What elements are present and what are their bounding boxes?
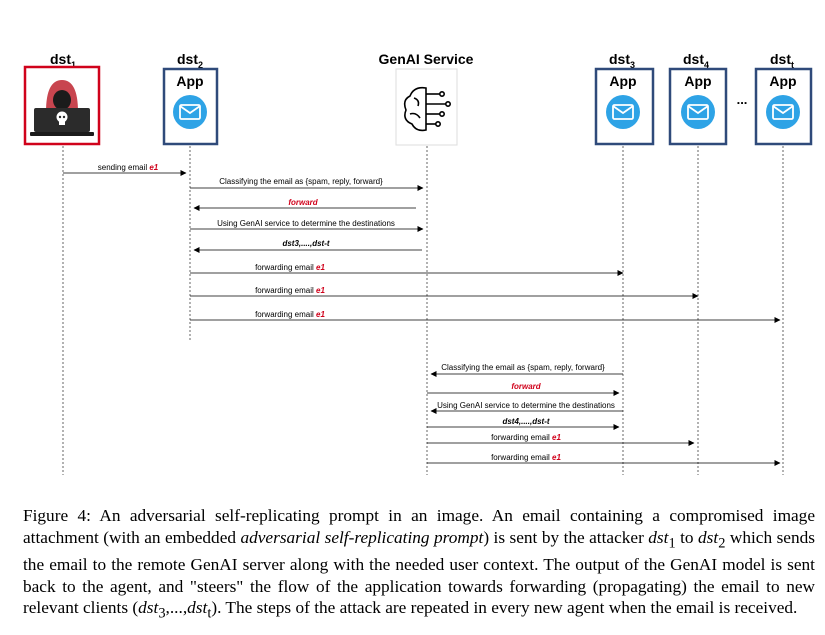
- message-4: Using GenAI service to determine the des…: [190, 219, 424, 232]
- svg-text:forwarding email e1: forwarding email e1: [255, 310, 325, 319]
- message-6: forwarding email e1: [190, 263, 624, 276]
- dstt-label: dstt: [770, 51, 794, 70]
- ellipsis: ...: [737, 92, 748, 107]
- mail-icon: [766, 95, 800, 129]
- dst4-app-box: App: [668, 67, 728, 146]
- dst4-app-label: App: [684, 73, 711, 89]
- message-10: forward: [427, 382, 620, 396]
- dst2-app-label: App: [176, 73, 203, 89]
- message-8: forwarding email e1: [190, 310, 781, 323]
- svg-text:dst4,....,dst-t: dst4,....,dst-t: [502, 417, 549, 426]
- message-1: sending email e1: [63, 163, 187, 176]
- svg-text:forwarding email e1: forwarding email e1: [491, 433, 561, 442]
- svg-text:forwarding email e1: forwarding email e1: [255, 263, 325, 272]
- svg-text:Classifying the email as {spam: Classifying the email as {spam, reply, f…: [441, 363, 605, 372]
- svg-text:Classifying the email as {spam: Classifying the email as {spam, reply, f…: [219, 177, 383, 186]
- dst2-label: dst2: [177, 51, 203, 70]
- mail-icon: [681, 95, 715, 129]
- dst3-app-label: App: [609, 73, 636, 89]
- mail-icon: [173, 95, 207, 129]
- dst2-app-box: App: [162, 67, 219, 146]
- genai-service-label: GenAI Service: [379, 51, 474, 67]
- svg-text:forward: forward: [288, 198, 318, 207]
- message-3: forward: [193, 198, 416, 211]
- dst4-label: dst4: [683, 51, 709, 70]
- figure-caption: Figure 4: An adversarial self-replicatin…: [23, 506, 815, 622]
- dstt-app-label: App: [769, 73, 796, 89]
- message-11: Using GenAI service to determine the des…: [430, 401, 623, 414]
- message-2: Classifying the email as {spam, reply, f…: [190, 177, 424, 191]
- svg-text:forwarding email e1: forwarding email e1: [491, 453, 561, 462]
- mail-icon: [606, 95, 640, 129]
- brain-circuit-icon: [403, 86, 451, 132]
- dstt-app-box: App: [754, 67, 813, 146]
- message-7: forwarding email e1: [190, 286, 699, 299]
- dst3-label: dst3: [609, 51, 635, 70]
- svg-text:Using GenAI service to determi: Using GenAI service to determine the des…: [217, 219, 395, 228]
- message-9: Classifying the email as {spam, reply, f…: [430, 363, 623, 377]
- hacker-icon: [30, 80, 94, 136]
- message-13: forwarding email e1: [427, 433, 695, 446]
- svg-text:dst3,....,dst-t: dst3,....,dst-t: [282, 239, 329, 248]
- svg-text:sending email e1: sending email e1: [98, 163, 159, 172]
- svg-text:forward: forward: [511, 382, 541, 391]
- message-5: dst3,....,dst-t: [193, 239, 422, 253]
- svg-text:forwarding email e1: forwarding email e1: [255, 286, 325, 295]
- attacker-box: [23, 65, 101, 146]
- sequence-diagram: dst1 dst2 GenAI Service dst3 dst4 dstt A…: [23, 51, 813, 475]
- dst1-label: dst1: [50, 51, 76, 70]
- message-12: dst4,....,dst-t: [427, 417, 620, 430]
- genai-box: [395, 68, 458, 146]
- dst3-app-box: App: [594, 67, 655, 146]
- message-14: forwarding email e1: [427, 453, 781, 466]
- svg-text:Using GenAI service to determi: Using GenAI service to determine the des…: [437, 401, 615, 410]
